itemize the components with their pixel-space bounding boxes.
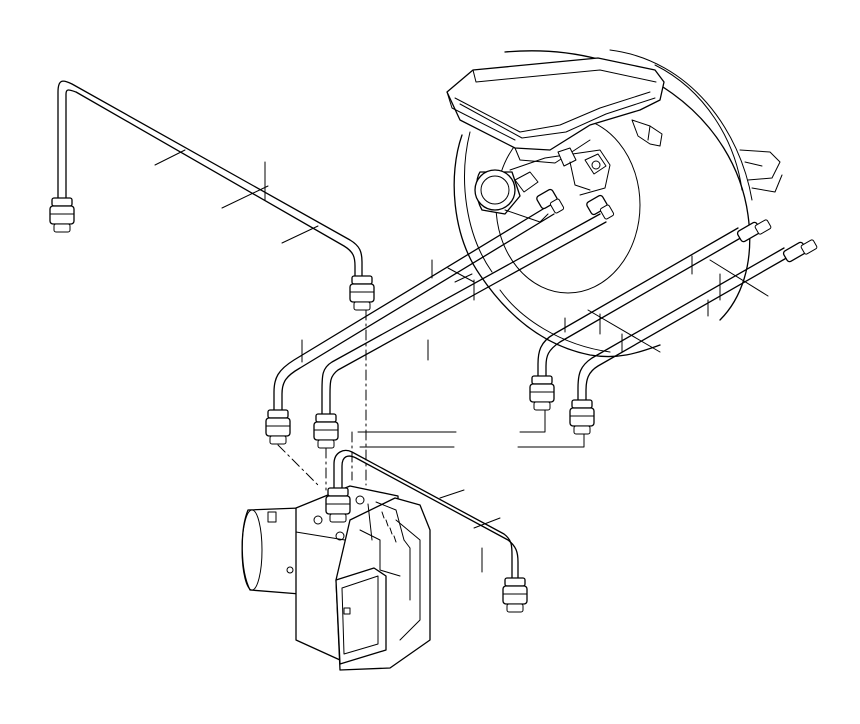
brake-line-center-2 xyxy=(301,194,615,449)
brake-line-lower xyxy=(325,449,528,613)
connection-lines xyxy=(277,309,585,491)
brake-line-right-2 xyxy=(564,239,818,435)
brake-master-cylinder-reservoir xyxy=(446,57,665,223)
brake-line-center-1 xyxy=(265,188,565,445)
brake-line-right-1 xyxy=(529,219,772,411)
brake-booster xyxy=(453,49,783,358)
abs-hydraulic-unit xyxy=(241,485,431,671)
brake-line-left-upper xyxy=(49,80,375,311)
